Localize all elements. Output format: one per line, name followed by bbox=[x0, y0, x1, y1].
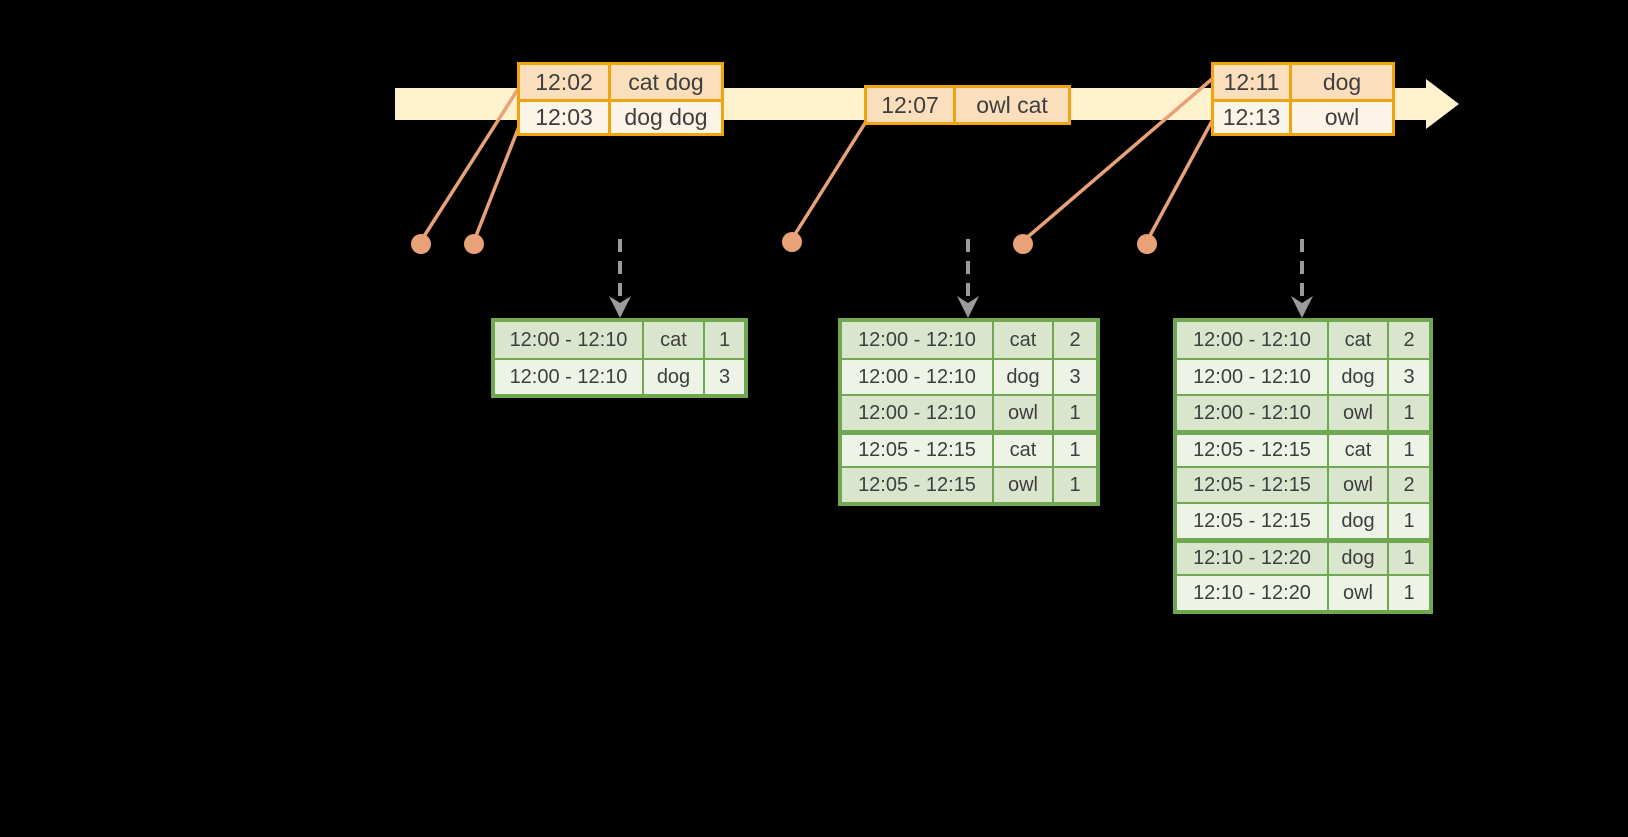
trigger-arrow-down-icon bbox=[1291, 239, 1313, 318]
event-connector-line bbox=[1021, 77, 1214, 243]
count-cell: 3 bbox=[1387, 360, 1429, 394]
event-time-cell: 12:02 bbox=[520, 65, 608, 99]
count-cell: 1 bbox=[1387, 504, 1429, 538]
count-cell: 1 bbox=[1387, 576, 1429, 610]
word-cell: owl bbox=[1327, 576, 1387, 610]
count-cell: 3 bbox=[703, 360, 744, 394]
event-time-cell: 12:07 bbox=[867, 88, 953, 122]
event-connector-line bbox=[790, 119, 869, 240]
word-cell: owl bbox=[1327, 468, 1387, 502]
word-cell: dog bbox=[1327, 504, 1387, 538]
word-cell: owl bbox=[1327, 396, 1387, 430]
event-connector-line bbox=[419, 85, 522, 242]
window-cell: 12:10 - 12:20 bbox=[1177, 576, 1327, 610]
window-cell: 12:00 - 12:10 bbox=[1177, 322, 1327, 358]
word-cell: owl bbox=[992, 396, 1052, 430]
window-cell: 12:00 - 12:10 bbox=[1177, 360, 1327, 394]
word-cell: cat bbox=[642, 322, 703, 358]
count-cell: 3 bbox=[1052, 360, 1096, 394]
count-cell: 1 bbox=[1387, 543, 1429, 574]
word-cell: cat bbox=[992, 435, 1052, 466]
event-time-cell: 12:13 bbox=[1214, 102, 1289, 133]
event-connectors bbox=[419, 77, 1214, 243]
count-cell: 2 bbox=[1387, 322, 1429, 358]
word-cell: dog bbox=[1327, 360, 1387, 394]
event-dot bbox=[782, 232, 802, 252]
word-cell: dog bbox=[642, 360, 703, 394]
event-connector-line bbox=[472, 123, 522, 242]
trigger-arrow-down-icon bbox=[609, 239, 631, 318]
event-words-cell: dog bbox=[1289, 65, 1392, 99]
window-cell: 12:10 - 12:20 bbox=[1177, 543, 1327, 574]
count-cell: 1 bbox=[703, 322, 744, 358]
window-cell: 12:00 - 12:10 bbox=[842, 396, 992, 430]
event-dot bbox=[1137, 234, 1157, 254]
word-cell: dog bbox=[992, 360, 1052, 394]
event-dot bbox=[411, 234, 431, 254]
count-cell: 1 bbox=[1387, 435, 1429, 466]
count-cell: 1 bbox=[1052, 468, 1096, 502]
event-time-cell: 12:03 bbox=[520, 102, 608, 133]
window-cell: 12:00 - 12:10 bbox=[842, 360, 992, 394]
event-connector-line bbox=[1145, 120, 1214, 242]
window-cell: 12:05 - 12:15 bbox=[1177, 504, 1327, 538]
trigger-arrows bbox=[609, 239, 1313, 318]
window-cell: 12:05 - 12:15 bbox=[1177, 468, 1327, 502]
arrow-right-icon bbox=[1426, 79, 1459, 129]
trigger-arrow-down-icon bbox=[957, 239, 979, 318]
window-cell: 12:05 - 12:15 bbox=[842, 435, 992, 466]
word-cell: cat bbox=[1327, 322, 1387, 358]
word-cell: owl bbox=[992, 468, 1052, 502]
window-cell: 12:05 - 12:15 bbox=[1177, 435, 1327, 466]
count-cell: 2 bbox=[1387, 468, 1429, 502]
event-words-cell: dog dog bbox=[608, 102, 721, 133]
word-cell: cat bbox=[1327, 435, 1387, 466]
window-cell: 12:00 - 12:10 bbox=[495, 322, 642, 358]
event-words-cell: cat dog bbox=[608, 65, 721, 99]
event-words-cell: owl bbox=[1289, 102, 1392, 133]
window-cell: 12:00 - 12:10 bbox=[1177, 396, 1327, 430]
event-dots bbox=[411, 232, 1157, 254]
count-cell: 2 bbox=[1052, 322, 1096, 358]
word-cell: dog bbox=[1327, 543, 1387, 574]
event-dot bbox=[1013, 234, 1033, 254]
window-cell: 12:00 - 12:10 bbox=[842, 322, 992, 358]
count-cell: 1 bbox=[1052, 396, 1096, 430]
event-dot bbox=[464, 234, 484, 254]
window-cell: 12:00 - 12:10 bbox=[495, 360, 642, 394]
event-words-cell: owl cat bbox=[953, 88, 1068, 122]
event-time-cell: 12:11 bbox=[1214, 65, 1289, 99]
word-cell: cat bbox=[992, 322, 1052, 358]
count-cell: 1 bbox=[1387, 396, 1429, 430]
window-cell: 12:05 - 12:15 bbox=[842, 468, 992, 502]
count-cell: 1 bbox=[1052, 435, 1096, 466]
